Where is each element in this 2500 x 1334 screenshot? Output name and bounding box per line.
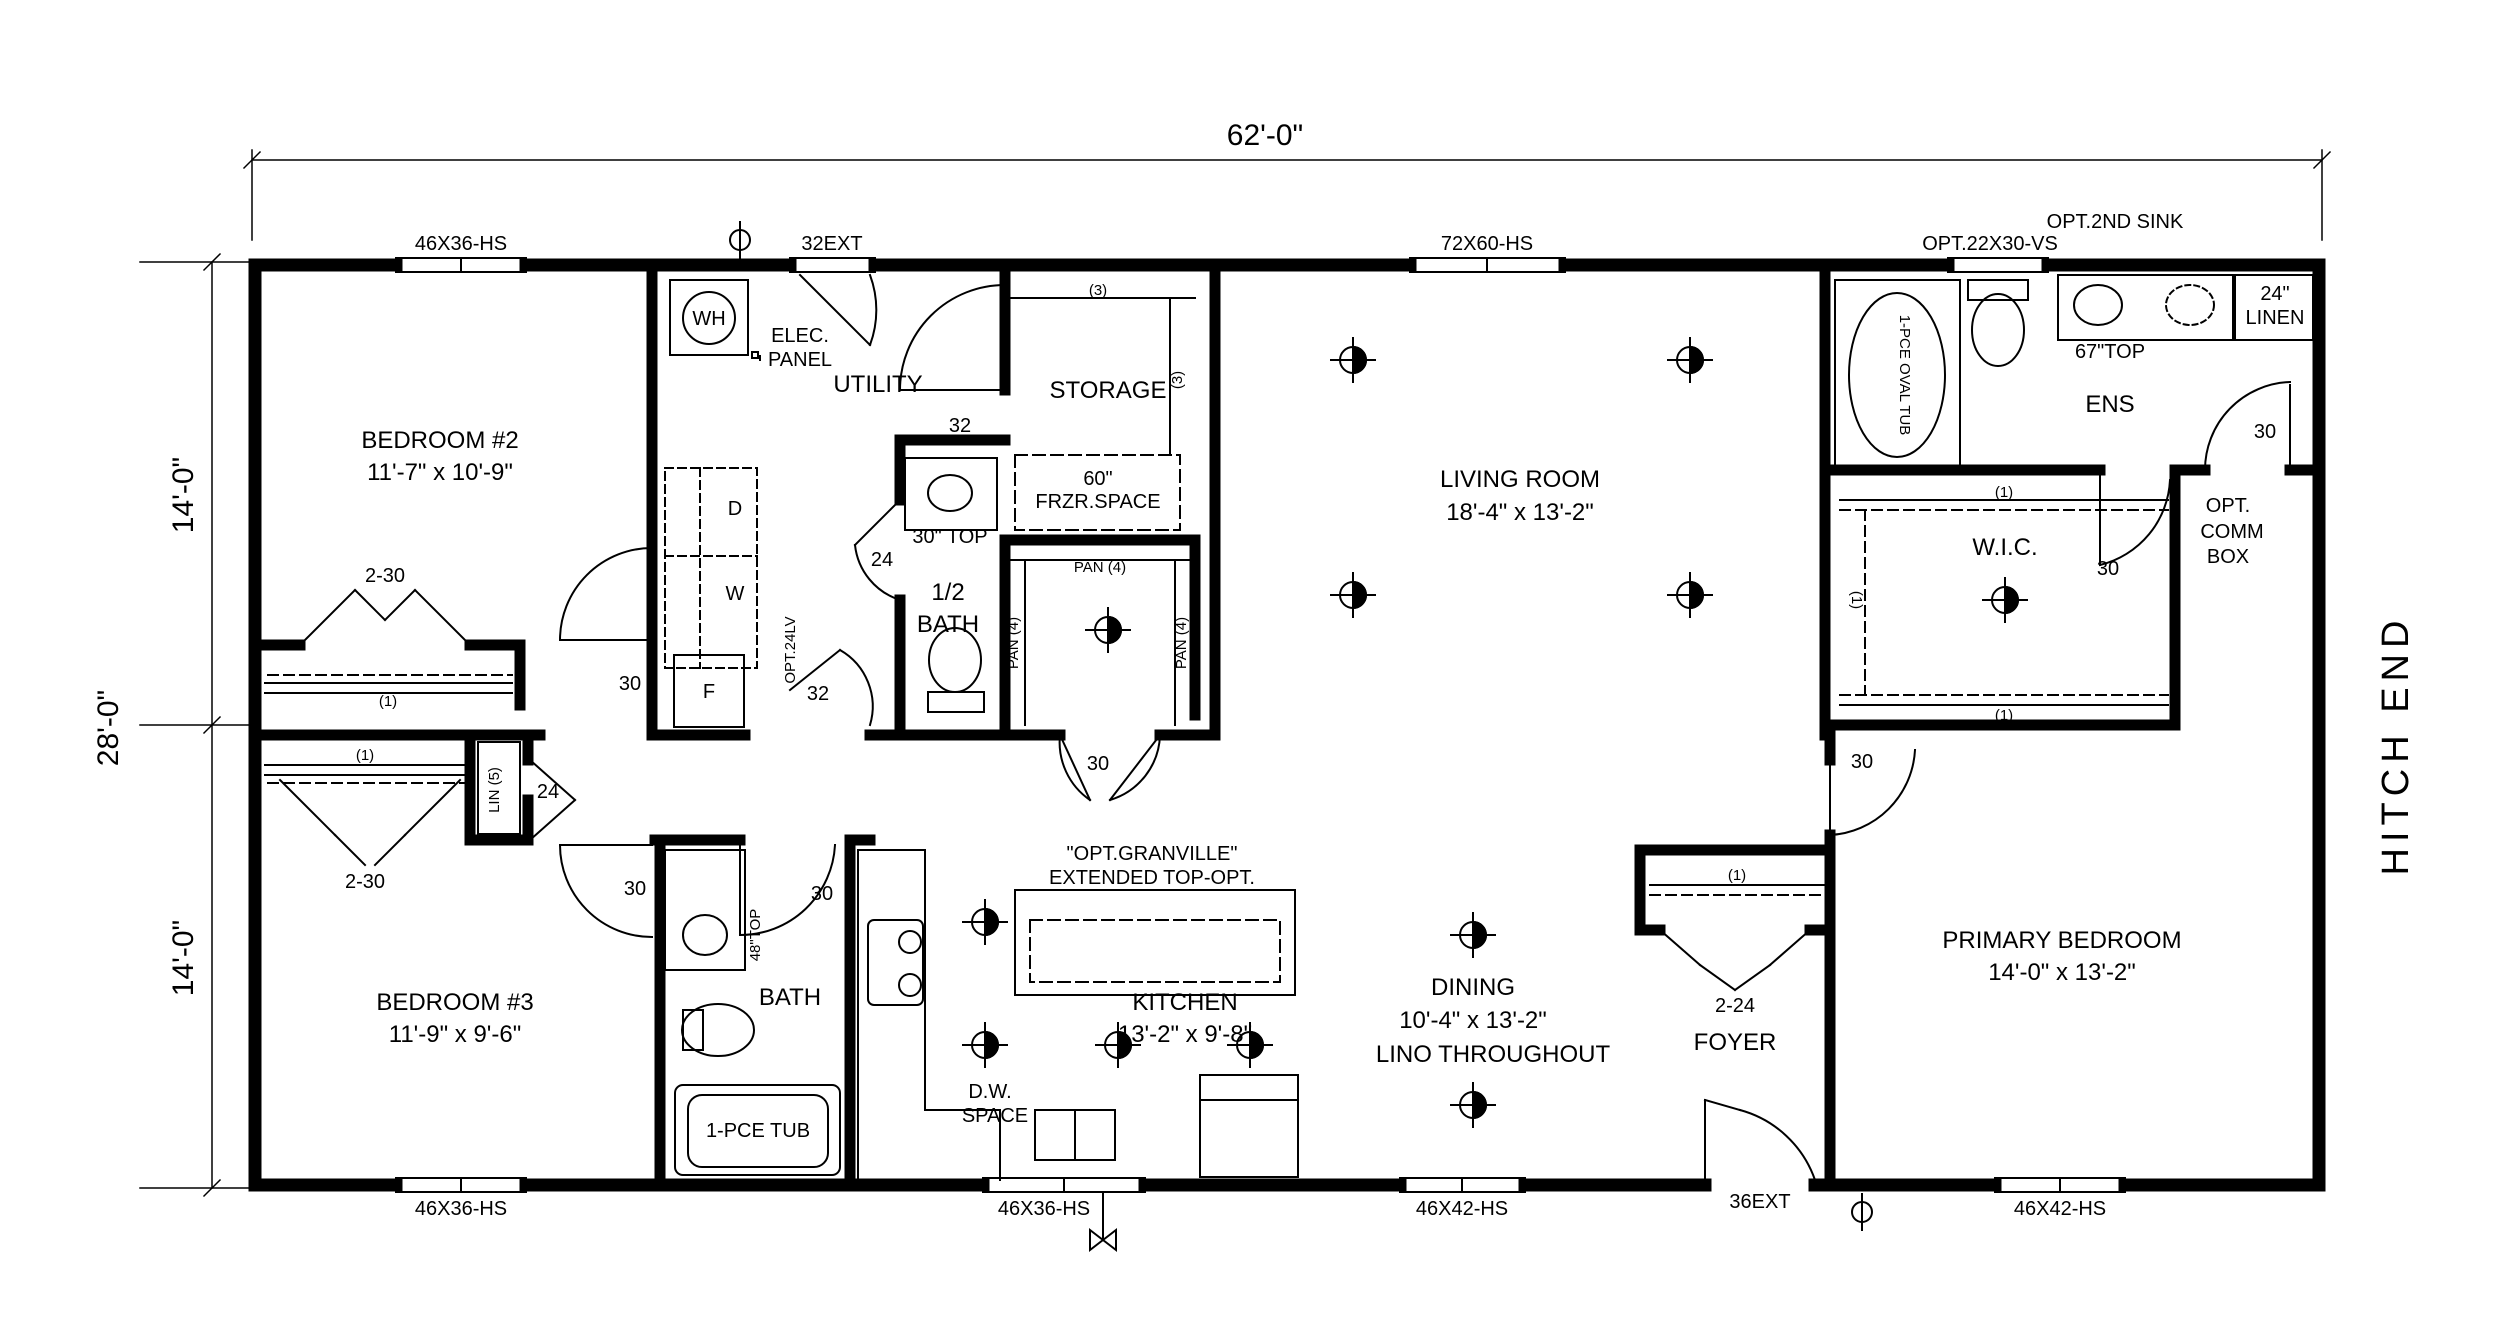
ceiling-lights [962, 337, 2028, 1128]
door-primary: 30 [1851, 751, 1873, 773]
fixtures [264, 274, 2314, 1181]
shelf-3-v-label: (3) [1169, 371, 1186, 389]
half-depth-top-dim: 14'-0" [167, 457, 200, 533]
hitch-end-label: HITCH END [2375, 615, 2417, 876]
shelf-1-br2: (1) [379, 693, 397, 710]
shelf-1-br3: (1) [356, 747, 374, 764]
ensuite-name: ENS [2085, 391, 2134, 418]
dimension-lines [139, 149, 2332, 1198]
half-depth-bottom-dim: 14'-0" [167, 920, 200, 996]
bedroom3-name: BEDROOM #3 [376, 989, 533, 1016]
window-label-7: 46X42-HS [2014, 1198, 2106, 1220]
washer-label: W [726, 583, 745, 605]
water-heater-label: WH [692, 308, 725, 330]
foyer-name: FOYER [1694, 1029, 1777, 1056]
shelf-1-wic-top: (1) [1995, 484, 2013, 501]
overall-depth-dim: 28'-0" [92, 690, 125, 766]
dining-name: DINING [1431, 974, 1515, 1001]
bedroom2-name: BEDROOM #2 [361, 427, 518, 454]
door-ext-bottom: 36EXT [1729, 1191, 1790, 1213]
comm-box-label-3: BOX [2207, 546, 2249, 568]
overall-width-dim: 62'-0" [1227, 119, 1303, 152]
door-half-bath: 24 [871, 549, 893, 571]
bedroom2-size: 11'-7" x 10'-9" [367, 459, 513, 486]
panel-label: PANEL [768, 349, 832, 371]
closet-door-br2: 2-30 [365, 565, 405, 587]
window-frames [395, 257, 2126, 1193]
shelf-1-wic-bottom: (1) [1995, 707, 2013, 724]
closet-door-br3: 2-30 [345, 871, 385, 893]
linen-label-1: 24" [2260, 283, 2289, 305]
tub-label: 1-PCE TUB [706, 1120, 810, 1142]
door-ext-top: 32EXT [801, 233, 862, 255]
granville-label-1: "OPT.GRANVILLE" [1067, 843, 1238, 865]
oval-tub-label: 1-PCE OVAL TUB [1896, 315, 1913, 436]
living-room-size: 18'-4" x 13'-2" [1446, 499, 1594, 526]
primary-bedroom-size: 14'-0" x 13'-2" [1988, 959, 2136, 986]
door-utility-2: 32 [807, 683, 829, 705]
dw-label-2: SPACE [962, 1105, 1028, 1127]
primary-bedroom-name: PRIMARY BEDROOM [1942, 927, 2181, 954]
door-hall-br3: 30 [624, 878, 646, 900]
door-ensuite: 30 [2254, 421, 2276, 443]
exterior-hose-bibs [729, 221, 1873, 1253]
freezer-label-2: FRZR.SPACE [1035, 491, 1160, 513]
pan-label-v2: PAN (4) [1173, 617, 1190, 669]
freezer-label-1: 60" [1083, 468, 1112, 490]
pan-label-h: PAN (4) [1074, 559, 1126, 576]
half-bath-name-2: BATH [917, 611, 979, 638]
window-label-5: 46X36-HS [998, 1198, 1090, 1220]
shelf-1-foyer: (1) [1728, 867, 1746, 884]
linen-closet-label: LIN (5) [486, 767, 503, 813]
storage-name: STORAGE [1050, 377, 1167, 404]
door-storage: 30 [1087, 753, 1109, 775]
kitchen-size: 13'-2" x 9'-8" [1118, 1021, 1252, 1048]
opt-2nd-sink-label: OPT.2ND SINK [2047, 211, 2184, 233]
dryer-label: D [728, 498, 742, 520]
dining-size: 10'-4" x 13'-2" [1399, 1007, 1547, 1034]
door-wic: 30 [2097, 558, 2119, 580]
pan-label-v1: PAN (4) [1005, 617, 1022, 669]
granville-label-2: EXTENDED TOP-OPT. [1049, 867, 1255, 889]
window-label-2: 72X60-HS [1441, 233, 1533, 255]
exterior-walls [248, 258, 2326, 1192]
half-bath-name-1: 1/2 [931, 579, 964, 606]
interior-walls [254, 269, 2318, 1186]
top-48-label: 48"TOP [747, 909, 764, 962]
comm-box-label-1: OPT. [2206, 495, 2250, 517]
door-lin: 24 [537, 781, 559, 803]
window-label-3: OPT.22X30-VS [1922, 233, 2058, 255]
opt-24lv-label: OPT.24LV [782, 616, 799, 683]
door-swings [278, 273, 2292, 1182]
top-30-label: 30" TOP [912, 526, 987, 548]
door-bath: 30 [811, 883, 833, 905]
sink-f-label: F [703, 681, 715, 703]
closet-door-foyer: 2-24 [1715, 995, 1755, 1017]
bath-name: BATH [759, 984, 821, 1011]
window-label-4: 46X36-HS [415, 1198, 507, 1220]
utility-name: UTILITY [833, 371, 922, 398]
bedroom3-size: 11'-9" x 9'-6" [389, 1021, 521, 1048]
door-utility: 32 [949, 415, 971, 437]
lino-note: LINO THROUGHOUT [1376, 1041, 1611, 1068]
window-label-6: 46X42-HS [1416, 1198, 1508, 1220]
top-67-label: 67"TOP [2075, 341, 2145, 363]
wic-name: W.I.C. [1972, 534, 2037, 561]
living-room-name: LIVING ROOM [1440, 466, 1600, 493]
comm-box-label-2: COMM [2200, 521, 2263, 543]
dw-label-1: D.W. [968, 1081, 1011, 1103]
shelf-1-wic-side: (1) [1848, 591, 1865, 609]
shelf-3-label: (3) [1089, 282, 1107, 299]
linen-label-2: LINEN [2246, 307, 2305, 329]
kitchen-name: KITCHEN [1132, 989, 1237, 1016]
window-label-1: 46X36-HS [415, 233, 507, 255]
door-hall-br2: 30 [619, 673, 641, 695]
elec-label: ELEC. [771, 325, 829, 347]
